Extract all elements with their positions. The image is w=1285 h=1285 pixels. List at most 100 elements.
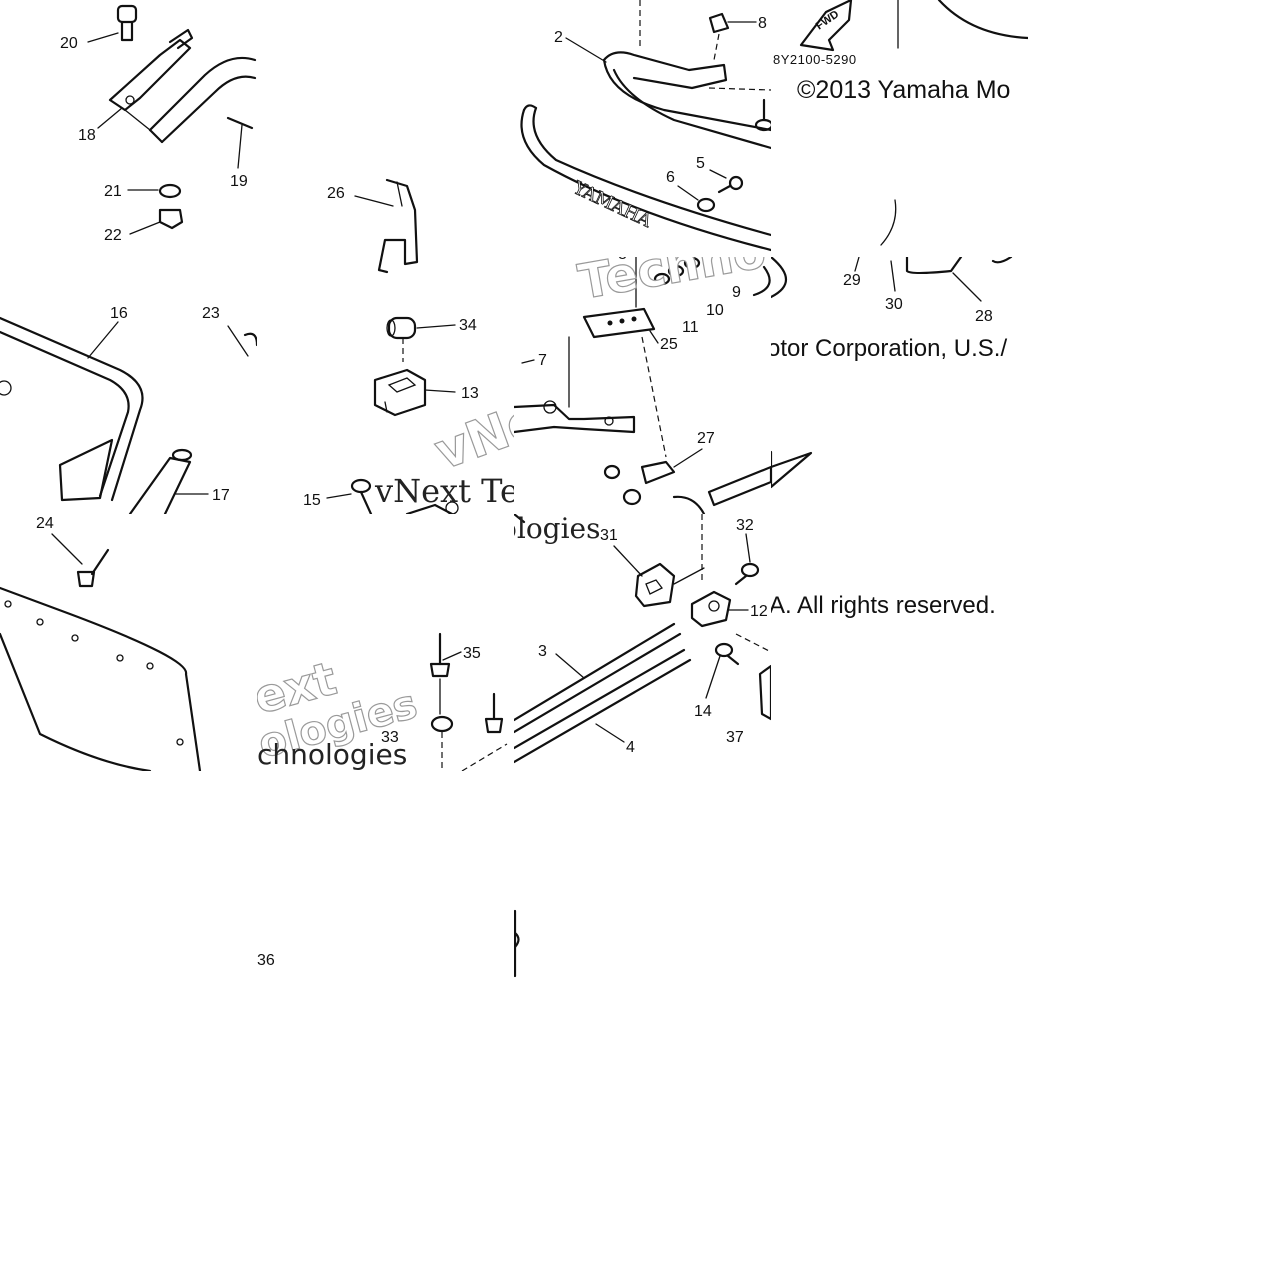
part-21-washer xyxy=(158,183,182,199)
callout-15: 15 xyxy=(303,492,321,509)
callout-11: 11 xyxy=(682,319,699,336)
callout-13: 13 xyxy=(461,385,479,402)
tile-rivets: 35 33 ext ologies chnologies xyxy=(257,514,514,771)
part-27-clip xyxy=(640,460,676,485)
copyright-line-1: ©2013 Yamaha Mo xyxy=(797,76,1011,104)
mounts-drawing: 8 9 10 11 25 7 27 Techno xyxy=(514,257,771,514)
tile-sliver xyxy=(514,771,526,981)
panel-plate xyxy=(0,586,202,771)
callout-19: 19 xyxy=(230,173,248,190)
part-2-bracket xyxy=(602,51,771,150)
callout-24: 24 xyxy=(36,515,54,532)
tile-grab-bar-left: 20 18 19 21 22 16 23 17 xyxy=(0,0,257,514)
figure-code: 8Y2100-5290 xyxy=(773,52,857,67)
part-20-bolt xyxy=(116,4,138,42)
part-32-bolt xyxy=(734,562,760,586)
callout-17: 17 xyxy=(212,487,230,504)
callout-26: 26 xyxy=(327,185,345,202)
part-18-bracket xyxy=(108,28,194,112)
callout-6: 6 xyxy=(666,169,675,186)
callout-18: 18 xyxy=(78,127,96,144)
part-15-bolt xyxy=(350,478,373,514)
tile-bumper-mounts: 8 9 10 11 25 7 27 Techno xyxy=(514,257,771,514)
part-13-clamp xyxy=(373,368,427,417)
copyright-line-3: A. All rights reserved. xyxy=(771,592,996,619)
part-22-nut xyxy=(158,208,184,230)
part-14-bolt xyxy=(714,642,740,666)
tile-panel: 24 xyxy=(0,514,257,771)
callout-25: 25 xyxy=(660,336,678,353)
fwd-arrow-drawing: FWD xyxy=(799,0,1028,246)
callout-27: 27 xyxy=(697,430,715,447)
part-33-washer xyxy=(430,715,454,733)
part-25-plate xyxy=(582,307,656,339)
tile-bumper-top: YAMAHA 2 8 5 6 xyxy=(514,0,771,257)
sliver-drawing xyxy=(514,909,520,978)
fwd-arrow-icon: FWD xyxy=(799,0,853,52)
tile-copyright-mid: 29 30 28 otor Corporation, U.S./ xyxy=(771,257,1028,514)
panel-drawing: 24 xyxy=(0,515,202,771)
callout-30: 30 xyxy=(885,296,903,313)
watermark-text: vNext Tec xyxy=(374,472,514,510)
bolt-pin xyxy=(754,98,771,132)
callout-3: 3 xyxy=(538,643,547,660)
callout-8b: 8 xyxy=(618,257,627,263)
tile-part-36: 36 xyxy=(257,771,514,1028)
tile-clamps: 26 34 13 15 vNext Tec vNe xyxy=(257,0,514,514)
callout-2: 2 xyxy=(554,29,563,46)
callout-22: 22 xyxy=(104,227,122,244)
rivets-drawing: 35 33 ext ologies chnologies xyxy=(257,632,508,771)
part-28-pad xyxy=(905,257,963,275)
washers-9-10-11 xyxy=(653,257,701,286)
callout-32: 32 xyxy=(736,517,754,534)
callout-31: 31 xyxy=(600,527,618,544)
tile-copyright-top: FWD 8Y2100-5290 ©2013 Yamaha Mo xyxy=(771,0,1028,257)
parts-28-30-drawing: 29 30 28 xyxy=(771,257,1013,489)
callout-4: 4 xyxy=(626,739,635,756)
callout-33: 33 xyxy=(381,729,399,746)
part-36-drawing: 36 xyxy=(257,952,275,969)
callout-35: 35 xyxy=(463,645,481,662)
part-31-clamp xyxy=(634,562,676,608)
part-24-rivet xyxy=(76,548,110,588)
part-37-bracket xyxy=(758,664,771,721)
callout-21: 21 xyxy=(104,183,122,200)
tile-copyright-bottom: A. All rights reserved. xyxy=(771,514,1028,771)
rails-drawing: 31 32 12 14 3 4 37 ologies xyxy=(514,514,771,764)
callout-23: 23 xyxy=(202,305,220,322)
watermark-text: chnologies xyxy=(257,738,407,771)
part-26-bracket xyxy=(377,178,419,274)
callout-37: 37 xyxy=(726,729,744,746)
part-16-bar xyxy=(0,316,144,502)
tile-rails: 31 32 12 14 3 4 37 ologies xyxy=(514,514,771,771)
watermark-text: ologies xyxy=(514,514,601,545)
callout-20: 20 xyxy=(60,35,78,52)
part-35-rivet xyxy=(429,632,451,678)
clamps-drawing: 26 34 13 15 vNext Tec vNe xyxy=(303,178,514,514)
part-12-clamp xyxy=(690,590,732,628)
callout-7: 7 xyxy=(538,352,547,369)
part-34-bushing xyxy=(386,316,417,340)
part-5-bolt xyxy=(717,175,744,194)
callout-29: 29 xyxy=(843,272,861,289)
callout-28: 28 xyxy=(975,308,993,325)
watermark-text: vNe xyxy=(427,390,514,482)
callout-5: 5 xyxy=(696,155,705,172)
callout-36: 36 xyxy=(257,952,275,969)
bumper-drawing: YAMAHA 2 8 5 6 xyxy=(520,0,771,252)
callout-34: 34 xyxy=(459,317,477,334)
bumper-brand-text: YAMAHA xyxy=(569,177,655,232)
copyright-line-2: otor Corporation, U.S./ xyxy=(771,335,1008,362)
callout-14: 14 xyxy=(694,703,712,720)
part-17-tube xyxy=(128,448,193,514)
callout-10: 10 xyxy=(706,302,724,319)
part-8-nut xyxy=(708,12,730,34)
part-19-arm xyxy=(148,56,257,144)
fwd-label: FWD xyxy=(814,8,841,32)
callout-12: 12 xyxy=(750,603,768,620)
part-3-4-rails xyxy=(514,622,692,764)
part-6-washer xyxy=(696,197,716,213)
part-35b-rivet xyxy=(484,692,504,734)
callout-16: 16 xyxy=(110,305,128,322)
callout-9: 9 xyxy=(732,284,741,301)
